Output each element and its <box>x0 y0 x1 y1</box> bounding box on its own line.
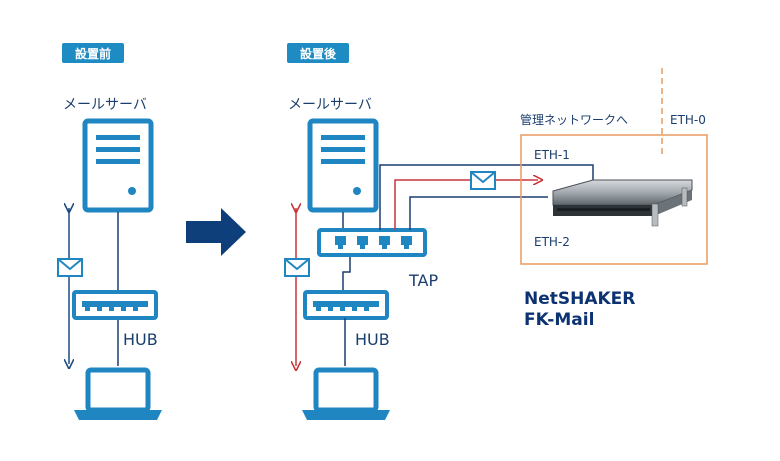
before-mail-icon <box>57 258 83 277</box>
before-server-icon <box>82 118 154 213</box>
tap-icon <box>317 228 427 257</box>
transition-arrow <box>186 208 246 256</box>
svg-text:設置前: 設置前 <box>75 46 111 61</box>
after-hub-icon <box>303 290 389 320</box>
eth2-label: ETH-2 <box>534 235 570 249</box>
before-hub-label: HUB <box>123 330 158 349</box>
mirror-mail-icon <box>470 171 496 190</box>
management-network-label: 管理ネットワークへ <box>520 112 628 127</box>
after-hub-label: HUB <box>355 330 390 349</box>
tap-mirror-arrow <box>394 180 538 230</box>
before-server-label: メールサーバ <box>63 97 147 113</box>
svg-text:設置後: 設置後 <box>300 46 337 61</box>
before-section: 設置前 メールサーバ HUB <box>57 43 162 420</box>
after-section: 設置後 メールサーバ TAP <box>284 43 708 420</box>
after-cable-tap-hub <box>342 257 351 292</box>
before-badge: 設置前 <box>62 43 124 63</box>
after-server-label: メールサーバ <box>288 97 372 113</box>
product-name: NetSHAKER <box>524 289 635 309</box>
tap-link-eth1 <box>379 164 594 230</box>
tap-label: TAP <box>408 271 438 290</box>
after-server-icon <box>307 118 379 213</box>
netshaker-box <box>520 134 708 265</box>
eth1-label: ETH-1 <box>534 148 570 162</box>
tap-link-eth2 <box>409 196 548 230</box>
after-badge: 設置後 <box>287 43 349 63</box>
before-laptop-icon <box>74 367 162 420</box>
before-hub-icon <box>72 290 158 320</box>
after-laptop-icon <box>302 367 390 420</box>
after-mail-icon <box>284 258 310 277</box>
product-model: FK-Mail <box>524 310 594 330</box>
netshaker-appliance-icon <box>552 179 693 227</box>
eth0-label: ETH-0 <box>670 113 706 127</box>
